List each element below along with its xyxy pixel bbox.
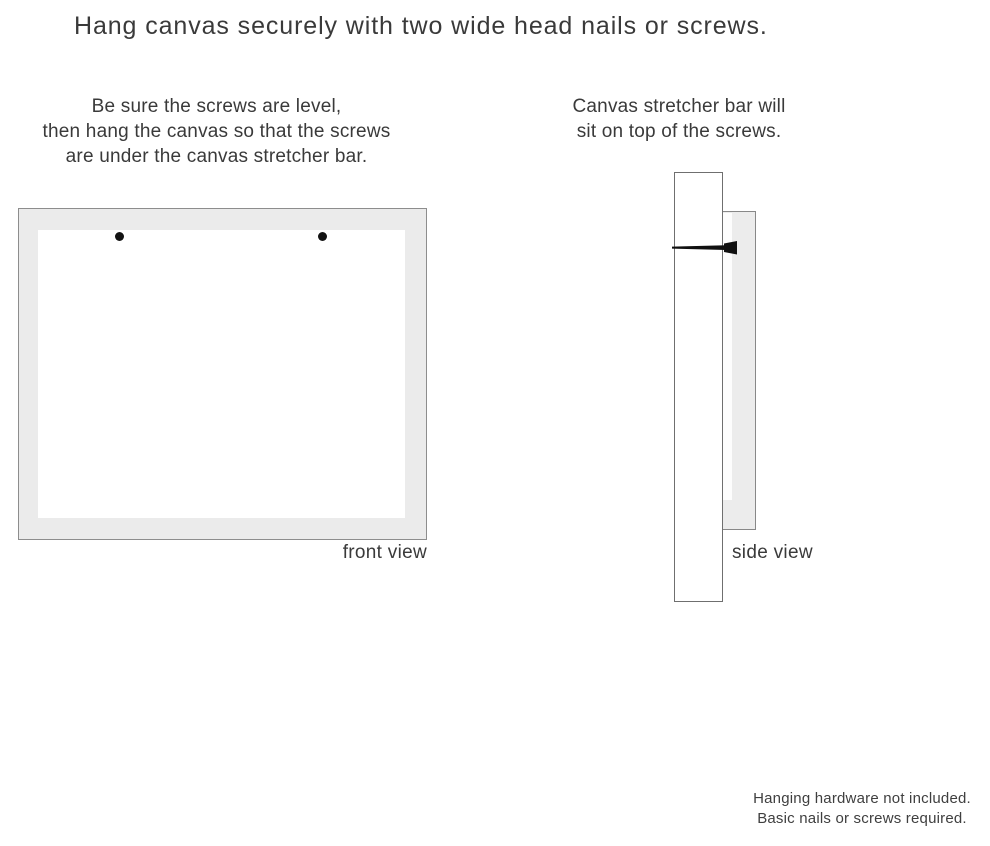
stretcher-bar-side [674, 172, 723, 602]
instruction-line: sit on top of the screws. [576, 121, 782, 142]
hardware-disclaimer: Hanging hardware not included. Basic nai… [744, 789, 980, 829]
side-view-label: side view [732, 542, 813, 563]
instruction-line: then hang the canvas so that the screws [42, 121, 391, 142]
canvas-side-highlight [723, 213, 732, 500]
front-view-label: front view [342, 542, 427, 563]
page-title: Hang canvas securely with two wide head … [74, 12, 768, 40]
screw-icon [115, 232, 124, 241]
front-view-diagram [18, 208, 427, 540]
front-view-instructions: Be sure the screws are level, then hang … [20, 94, 413, 169]
side-view-instructions: Canvas stretcher bar will sit on top of … [541, 94, 817, 144]
disclaimer-line: Hanging hardware not included. [753, 790, 971, 807]
instruction-line: Be sure the screws are level, [91, 96, 342, 117]
instruction-line: Canvas stretcher bar will [572, 96, 786, 117]
screw-icon [318, 232, 327, 241]
nail-icon [672, 241, 737, 255]
instruction-line: are under the canvas stretcher bar. [65, 146, 368, 167]
disclaimer-line: Basic nails or screws required. [757, 810, 967, 827]
canvas-face [37, 229, 405, 518]
